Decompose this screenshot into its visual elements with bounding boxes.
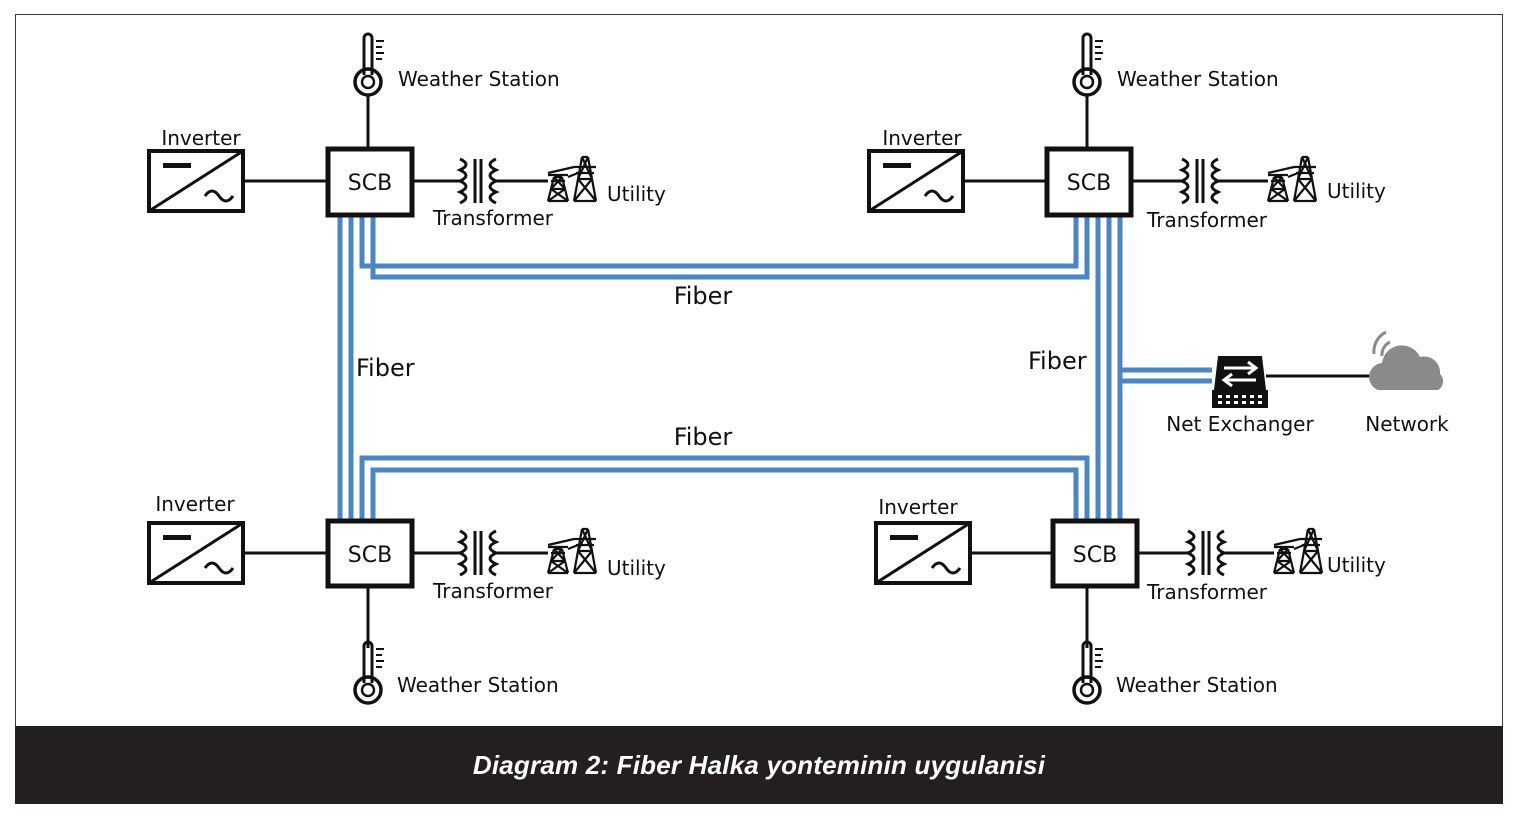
utility-pylon-icon <box>1266 155 1318 203</box>
transformer-icon <box>1180 157 1220 205</box>
scb-box <box>325 518 415 589</box>
diagram-frame <box>15 14 1503 804</box>
inverter-icon <box>147 521 245 585</box>
weather-station-icon <box>1072 32 1105 97</box>
transformer-label: Transformer <box>1146 208 1268 232</box>
inverter-label: Inverter <box>882 126 962 150</box>
transformer-icon <box>458 529 498 577</box>
fiber-label-bottom: Fiber <box>674 423 733 451</box>
scb-box <box>1050 518 1140 589</box>
weather-station-icon <box>1072 640 1105 705</box>
scb-box <box>1044 146 1134 218</box>
weather-station-icon <box>353 640 386 705</box>
inverter-label: Inverter <box>155 492 235 516</box>
fiber-cables <box>337 215 1212 521</box>
utility-label: Utility <box>607 182 666 206</box>
scb-box <box>325 146 415 218</box>
network-label: Network <box>1365 412 1449 436</box>
scb-label: SCB <box>348 543 392 568</box>
power-lines <box>244 95 1372 648</box>
network: Network <box>1365 330 1449 436</box>
node-top-right: Inverter SCB Transformer Utility Weather… <box>867 32 1386 232</box>
scb-label: SCB <box>348 171 392 196</box>
utility-pylon-icon <box>546 155 598 203</box>
weather-station-label: Weather Station <box>398 67 560 91</box>
inverter-icon <box>147 149 245 213</box>
inverter-label: Inverter <box>161 126 241 150</box>
diagram-caption: Diagram 2: Fiber Halka yonteminin uygula… <box>472 749 1046 780</box>
weather-station-label: Weather Station <box>397 673 559 697</box>
fiber-cable-gaps <box>344 215 1116 521</box>
transformer-icon <box>1186 529 1226 577</box>
utility-label: Utility <box>1327 179 1386 203</box>
weather-station-icon <box>353 32 386 97</box>
transformer-icon <box>458 157 498 205</box>
scb-label: SCB <box>1073 543 1117 568</box>
utility-label: Utility <box>1327 553 1386 577</box>
inverter-icon <box>874 521 972 585</box>
net-exchanger-label: Net Exchanger <box>1166 412 1314 436</box>
utility-label: Utility <box>607 556 666 580</box>
transformer-label: Transformer <box>432 206 554 230</box>
utility-pylon-icon <box>546 527 598 575</box>
cloud-wifi-icon <box>1369 330 1444 390</box>
fiber-label-right: Fiber <box>1028 347 1087 375</box>
inverter-icon <box>867 149 965 213</box>
utility-pylon-icon <box>1272 527 1324 575</box>
node-bottom-left: Inverter SCB Transformer Utility Weather… <box>147 492 666 705</box>
transformer-label: Transformer <box>432 579 554 603</box>
weather-station-label: Weather Station <box>1117 67 1279 91</box>
fiber-label-top: Fiber <box>674 282 733 310</box>
net-exchanger: Net Exchanger <box>1166 356 1314 436</box>
transformer-label: Transformer <box>1146 580 1268 604</box>
scb-label: SCB <box>1067 171 1111 196</box>
inverter-label: Inverter <box>878 495 958 519</box>
net-exchanger-icon <box>1212 356 1268 408</box>
caption-bar: Diagram 2: Fiber Halka yonteminin uygula… <box>15 726 1503 804</box>
weather-station-label: Weather Station <box>1116 673 1278 697</box>
node-top-left: Inverter SCB Transformer Utility Weather… <box>147 32 666 230</box>
node-bottom-right: Inverter SCB Transformer Utility Weather… <box>874 495 1386 705</box>
fiber-label-left: Fiber <box>356 354 415 382</box>
